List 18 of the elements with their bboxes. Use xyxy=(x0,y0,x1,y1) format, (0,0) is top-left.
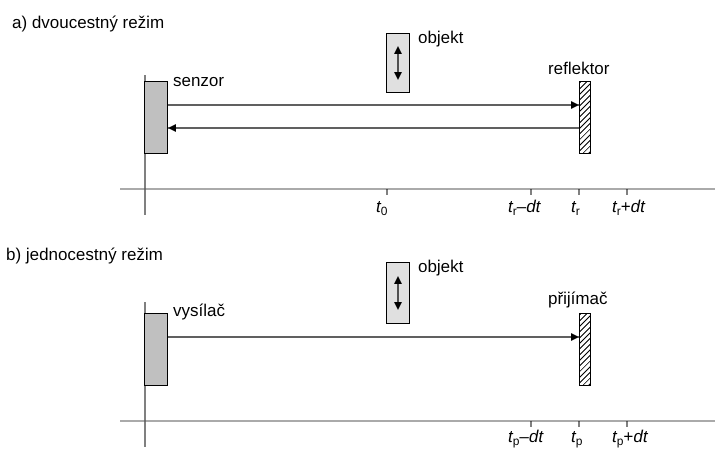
arrow xyxy=(168,101,579,109)
tick-label: t$_{0}$ xyxy=(376,198,388,215)
tick-label: t$_{p}$ xyxy=(571,428,582,445)
tick-label: t$_{p}$–dt xyxy=(508,428,544,445)
arrow xyxy=(168,124,579,132)
section-title: b) jednocestný režim xyxy=(6,246,163,263)
node-label: objekt xyxy=(418,258,464,275)
section-title: a) dvoucestný režim xyxy=(12,14,164,31)
node-label: vysílač xyxy=(173,302,225,319)
tick-label: t$_{r}$ xyxy=(571,198,580,215)
arrow xyxy=(168,333,579,341)
tick-label: t$_{r}$+dt xyxy=(612,198,645,215)
tick-label: t$_{p}$+dt xyxy=(612,428,648,445)
node-label: objekt xyxy=(418,29,464,46)
node-label: reflektor xyxy=(548,60,610,77)
node-label: přijímač xyxy=(548,290,608,307)
node-label: senzor xyxy=(173,72,224,89)
tick-label: t$_{r}$–dt xyxy=(508,198,540,215)
